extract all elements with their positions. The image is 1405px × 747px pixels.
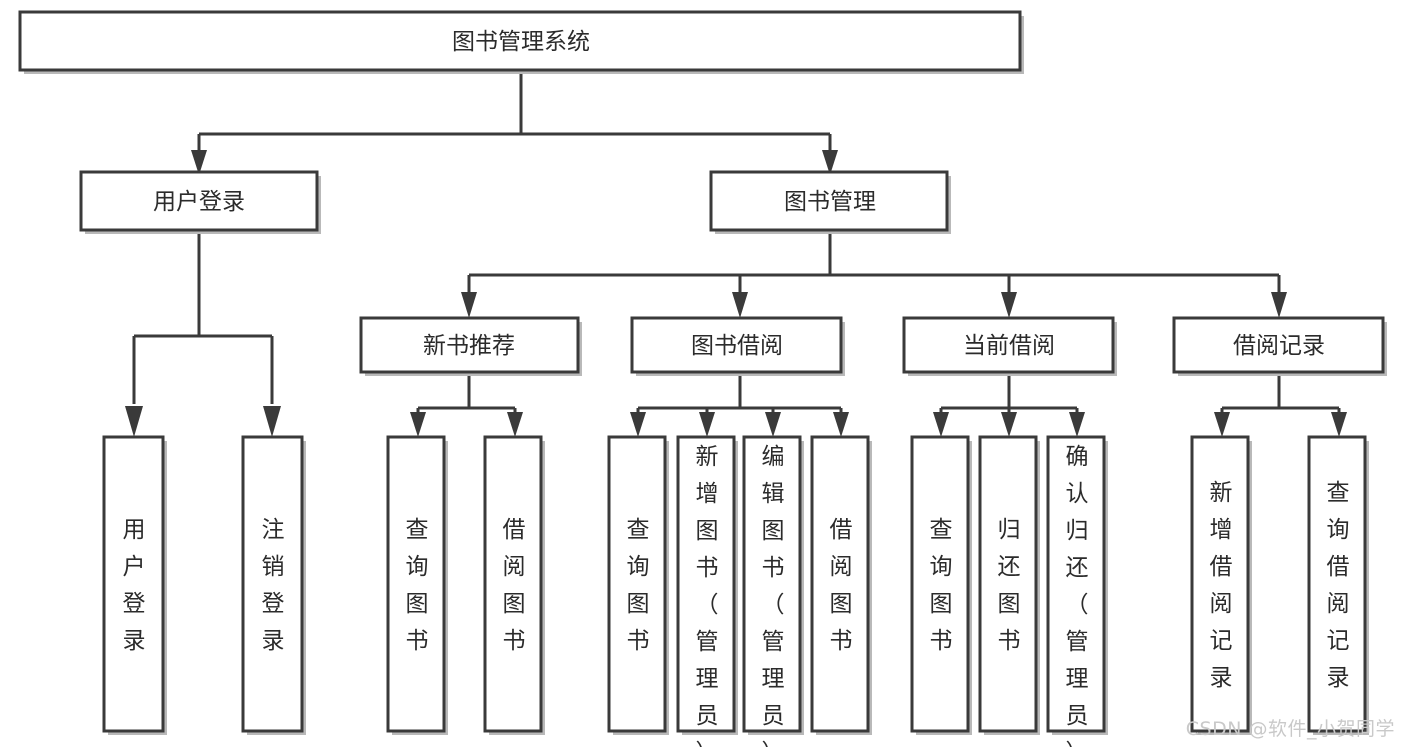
new-book-recommend-label: 新书推荐 [423,333,515,359]
arrow-head-leaf-query-record [1331,412,1347,437]
borrow-record-label: 借阅记录 [1233,333,1325,359]
arrow-head-leaf-query-book-1 [410,412,426,437]
book-borrow-box [630,316,843,374]
arrow-head-leaf-query-book-3 [933,412,949,437]
user-login-label: 用户登录 [153,189,245,215]
leaf-query-book-3-label: 查询图书 [930,517,953,654]
leaf-borrow-book-1-box [483,435,543,733]
node-leaf-borrow-book-1[interactable]: 借阅图书 [483,435,545,735]
arrow-head-user-login [191,150,207,175]
node-leaf-query-record[interactable]: 查询借阅记录 [1307,435,1369,735]
node-leaf-user-logout[interactable]: 注销登录 [241,435,306,735]
arrow-head-leaf-confirm-return [1069,412,1085,437]
leaf-return-book-label: 归还图书 [998,517,1021,654]
leaf-confirm-return-box [1046,435,1106,733]
leaf-add-book-label: 新增图书（管理员） [696,444,719,747]
arrow-head-leaf-add-record [1214,412,1230,437]
arrow-head-book-manage [822,150,838,175]
user-login-box [79,170,319,232]
leaf-edit-book-label: 编辑图书（管理员） [762,444,785,747]
arrow-head-leaf-user-login [125,406,143,437]
leaf-user-logout-label: 注销登录 [262,517,285,654]
leaf-confirm-return-label: 确认归还（管理员） [1066,444,1089,747]
arrow-head-leaf-add-book [699,412,715,437]
leaf-query-book-3-box [910,435,970,733]
leaf-user-login-label: 用户登录 [123,517,146,654]
arrow-head-leaf-borrow-book-2 [833,412,849,437]
node-new-book-recommend[interactable]: 新书推荐 [359,316,582,376]
node-leaf-query-book-3[interactable]: 查询图书 [910,435,972,735]
node-leaf-confirm-return[interactable]: 确认归还（管理员） [1046,435,1108,747]
new-book-recommend-box [359,316,580,374]
arrow-head-leaf-query-book-2 [630,412,646,437]
leaf-query-book-2-box [607,435,667,733]
book-manage-box [709,170,949,232]
current-borrow-box [902,316,1115,374]
arrow-head-book-borrow [732,292,748,318]
current-borrow-label: 当前借阅 [963,333,1055,359]
node-leaf-edit-book[interactable]: 编辑图书（管理员） [742,435,804,747]
borrow-record-box [1172,316,1385,374]
leaf-layer: 用户登录 注销登录 查询图书 借阅图书 查询图书 [102,435,1369,747]
leaf-query-record-label: 查询借阅记录 [1327,480,1350,691]
arrow-head-new-book-recommend [461,292,477,318]
leaf-user-login-box [102,435,165,733]
arrow-head-leaf-edit-book [765,412,781,437]
leaf-borrow-book-1-label: 借阅图书 [503,517,526,654]
leaf-query-book-1-label: 查询图书 [406,517,429,654]
arrow-head-leaf-borrow-book-1 [507,412,523,437]
node-leaf-return-book[interactable]: 归还图书 [978,435,1040,735]
node-leaf-borrow-book-2[interactable]: 借阅图书 [810,435,872,735]
leaf-query-record-box [1307,435,1367,733]
node-book-manage[interactable]: 图书管理 [709,170,951,234]
root-label: 图书管理系统 [452,29,590,55]
node-leaf-query-book-2[interactable]: 查询图书 [607,435,669,735]
book-borrow-label: 图书借阅 [691,333,783,359]
leaf-add-book-box [676,435,736,733]
leaf-user-logout-box [241,435,304,733]
arrow-head-leaf-user-logout [263,406,281,437]
node-leaf-add-book[interactable]: 新增图书（管理员） [676,435,738,747]
node-book-borrow[interactable]: 图书借阅 [630,316,845,376]
node-root-system[interactable]: 图书管理系统 [18,10,1024,74]
leaf-query-book-2-label: 查询图书 [627,517,650,654]
leaf-query-book-1-box [386,435,446,733]
root-box [18,10,1022,72]
book-manage-label: 图书管理 [784,189,876,215]
node-current-borrow[interactable]: 当前借阅 [902,316,1117,376]
node-leaf-query-book-1[interactable]: 查询图书 [386,435,448,735]
connector-layer [125,73,1347,437]
arrow-head-leaf-return-book [1001,412,1017,437]
node-borrow-record[interactable]: 借阅记录 [1172,316,1387,376]
node-leaf-add-record[interactable]: 新增借阅记录 [1190,435,1252,735]
node-leaf-user-login[interactable]: 用户登录 [102,435,167,735]
leaf-borrow-book-2-label: 借阅图书 [830,517,853,654]
arrow-head-current-borrow [1001,292,1017,318]
arrow-head-borrow-record [1271,292,1287,318]
node-user-login[interactable]: 用户登录 [79,170,321,234]
leaf-edit-book-box [742,435,802,733]
leaf-add-record-label: 新增借阅记录 [1210,480,1233,691]
leaf-add-record-box [1190,435,1250,733]
leaf-return-book-box [978,435,1038,733]
leaf-borrow-book-2-box [810,435,870,733]
